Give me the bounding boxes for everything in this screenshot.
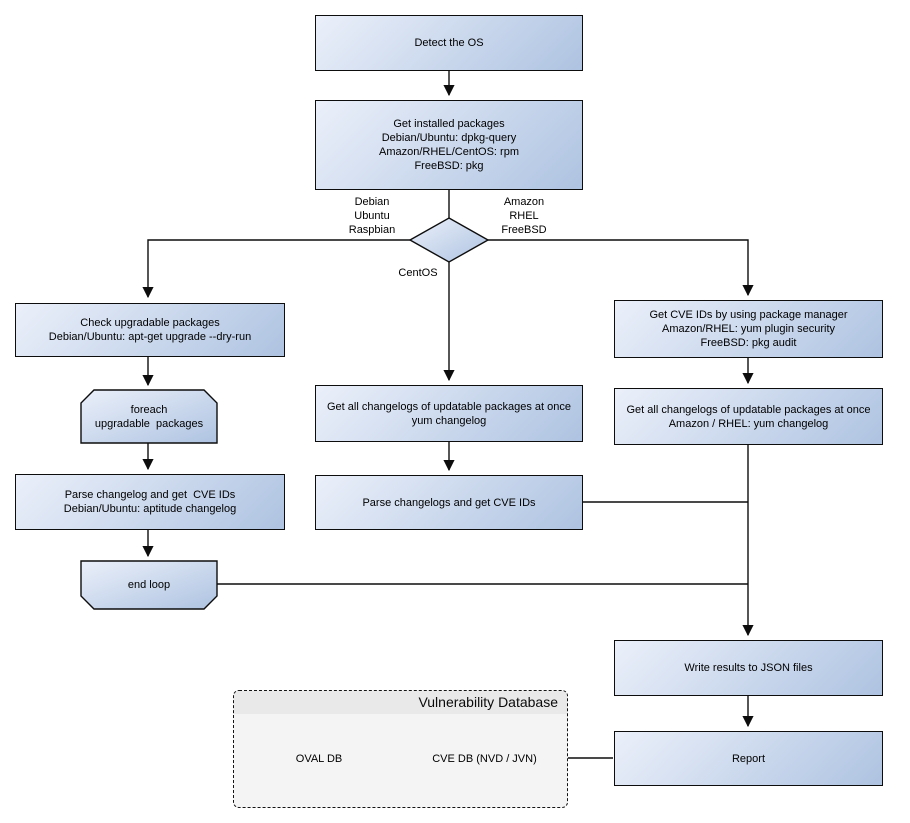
node-parse-changelog-debian: Parse changelog and get CVE IDs Debian/U… (15, 474, 285, 530)
node-get-cve-package-manager: Get CVE IDs by using package manager Ama… (614, 300, 883, 358)
node-label: FreeBSD: pkg audit (700, 337, 797, 349)
oval-db-label: OVAL DB (295, 753, 343, 765)
node-label: Amazon/RHEL/CentOS: rpm (379, 146, 519, 158)
node-label: Get CVE IDs by using package manager (649, 309, 848, 321)
node-label: Debian/Ubuntu: aptitude changelog (63, 503, 237, 515)
node-parse-changelogs-centos: Parse changelogs and get CVE IDs (315, 475, 583, 530)
node-label: Get installed packages (393, 118, 505, 130)
end-loop-label: end loop (127, 579, 171, 591)
branch-label-centos: CentOS (398, 267, 438, 279)
node-get-changelogs-centos: Get all changelogs of updatable packages… (315, 385, 583, 442)
os-decision-diamond (408, 217, 490, 263)
node-detect-os: Detect the OS (315, 15, 583, 71)
edge-decision-to-check-upgradable (142, 239, 410, 299)
edge-decision-to-get-cve (488, 239, 754, 297)
node-label: yum changelog (411, 414, 487, 427)
cve-db-label: CVE DB (NVD / JVN) (432, 753, 537, 765)
node-get-installed-packages: Get installed packages Debian/Ubuntu: dp… (315, 100, 583, 190)
foreach-loop-label: foreach upgradable packages (94, 403, 204, 430)
vulnerability-database-container: Vulnerability Database (233, 690, 568, 808)
end-loop-shape (80, 560, 218, 610)
node-check-upgradable: Check upgradable packages Debian/Ubuntu:… (15, 303, 285, 357)
node-label: Get all changelogs of updatable packages… (326, 400, 571, 413)
node-label: Parse changelogs and get CVE IDs (362, 496, 536, 509)
node-label: Debian/Ubuntu: apt-get upgrade --dry-run (48, 331, 252, 343)
node-label: Get all changelogs of updatable packages… (626, 403, 871, 416)
branch-label-debian: Debian Ubuntu Raspbian (348, 196, 396, 236)
node-label: Write results to JSON files (684, 662, 813, 674)
vulnerability-database-title: Vulnerability Database (234, 691, 567, 714)
node-write-results: Write results to JSON files (614, 640, 883, 696)
foreach-loop-shape (80, 389, 218, 444)
node-get-changelogs-amazon: Get all changelogs of updatable packages… (614, 388, 883, 445)
branch-label-amazon: Amazon RHEL FreeBSD (501, 196, 547, 236)
node-label: Parse changelog and get CVE IDs (64, 489, 236, 501)
node-label: Report (731, 752, 766, 765)
node-report: Report (614, 731, 883, 786)
node-label: FreeBSD: pkg (414, 160, 484, 172)
node-label: Check upgradable packages (80, 317, 220, 329)
node-label: Debian/Ubuntu: dpkg-query (381, 132, 517, 144)
node-label: Detect the OS (414, 37, 484, 49)
node-label: Amazon / RHEL: yum changelog (668, 417, 829, 430)
node-label: Amazon/RHEL: yum plugin security (661, 323, 835, 335)
